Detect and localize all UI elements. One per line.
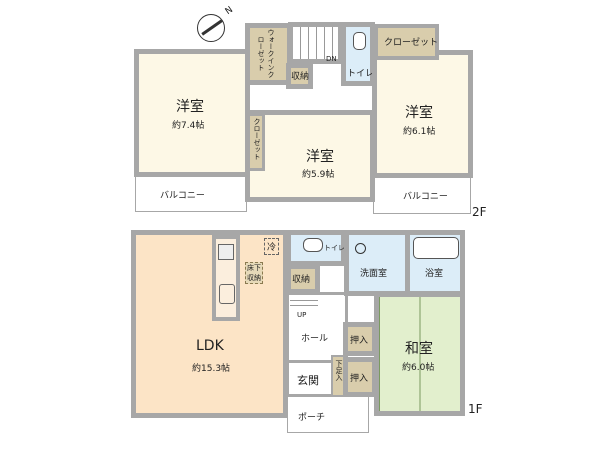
- bathtub-icon: [413, 237, 459, 259]
- tatami-lines: [379, 297, 461, 411]
- toilet-icon: [353, 32, 366, 50]
- stairs-1f: [290, 296, 318, 310]
- entrance: [286, 360, 336, 397]
- room-size: 約5.9帖: [302, 170, 335, 180]
- washitsu-name: 和室: [405, 341, 433, 357]
- balcony-right-label: バルコニー: [403, 192, 448, 202]
- walk-in-closet-label: ウォークインクローゼット: [257, 28, 275, 78]
- room-western-5-9: [245, 110, 375, 202]
- room-name: 洋室: [405, 105, 433, 121]
- washitsu-size: 約6.0帖: [402, 363, 435, 373]
- entrance-label: 玄関: [297, 374, 319, 387]
- room-name: 洋室: [176, 99, 204, 115]
- room-ldk: [131, 230, 288, 418]
- closet-mid: [247, 113, 265, 171]
- toilet-1f-label: トイレ: [324, 244, 345, 252]
- balcony-left-label: バルコニー: [160, 191, 205, 201]
- room-size: 約7.4帖: [172, 121, 205, 131]
- toilet-icon: [303, 238, 323, 252]
- hall-label: ホール: [301, 334, 329, 344]
- fridge-label: 冷: [264, 238, 280, 255]
- oshiire-2-label: 押入: [350, 374, 369, 384]
- storage-2f: [286, 63, 313, 89]
- stairs-2f: [288, 22, 343, 64]
- room-size: 約6.1帖: [403, 127, 436, 137]
- washroom: [344, 230, 411, 296]
- storage-1f-label: 収納: [292, 275, 311, 285]
- storage-1f: [286, 264, 320, 294]
- room-western-7-4: [134, 49, 250, 177]
- oshiire-1-label: 押入: [350, 336, 369, 346]
- bath-label: 浴室: [425, 269, 444, 279]
- storage-2f-label: 収納: [291, 72, 310, 82]
- compass-north-label: N: [223, 4, 235, 18]
- closet-mid-label: クローゼット: [253, 118, 261, 160]
- floor-1f-label: 1F: [468, 402, 483, 416]
- ldk-size: 約15.3帖: [192, 364, 231, 374]
- washroom-label: 洗面室: [360, 269, 388, 279]
- toilet-2f-label: トイレ: [347, 69, 375, 79]
- shoe-cabinet-label: 下足入: [335, 360, 343, 381]
- compass-icon: [197, 14, 225, 42]
- sink-icon: [219, 284, 235, 304]
- stairs-up-label: UP: [297, 311, 307, 319]
- ldk-name: LDK: [196, 338, 224, 354]
- oshiire-1: [343, 322, 377, 356]
- porch-label: ポーチ: [298, 413, 326, 423]
- closet-top-label: クローゼット: [384, 38, 439, 48]
- stove-icon: [218, 244, 234, 260]
- stairs-dn-label: DN: [326, 55, 337, 63]
- underfloor-storage: 床下収納: [245, 262, 263, 284]
- room-name: 洋室: [306, 149, 334, 165]
- sink-icon: [355, 243, 366, 254]
- closet-top: [374, 24, 439, 60]
- balcony-right: [373, 176, 471, 214]
- floor-2f-label: 2F: [472, 205, 487, 219]
- oshiire-2: [343, 357, 377, 397]
